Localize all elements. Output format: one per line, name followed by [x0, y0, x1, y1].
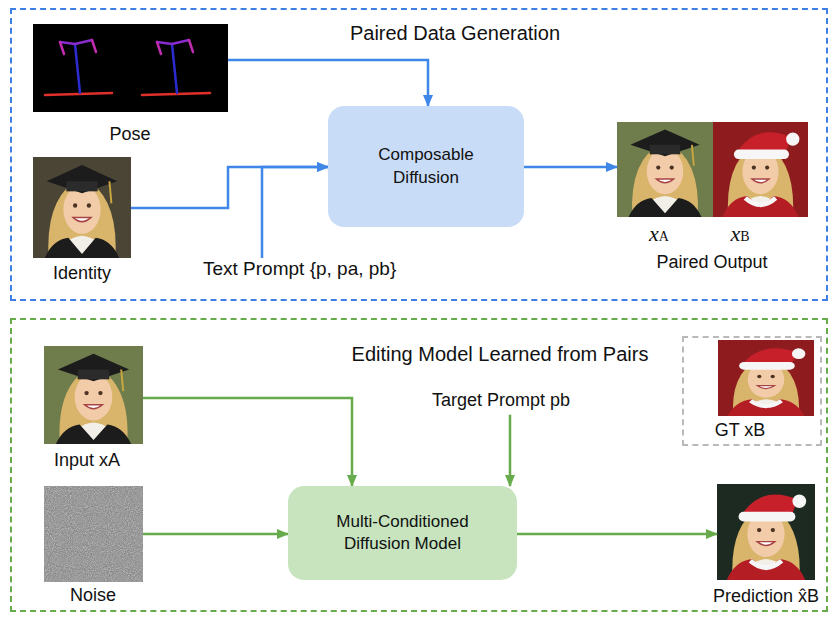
node-label: Paired Output — [656, 252, 767, 273]
node-label: Multi-Conditioned Diffusion Model — [315, 511, 490, 555]
arrow-connector — [143, 533, 288, 536]
arrow-connector — [262, 167, 328, 258]
input-photo — [44, 346, 143, 444]
arrow-connector — [143, 398, 352, 486]
pose-image: Pose — [33, 24, 228, 112]
arrow-connector — [131, 167, 328, 208]
node-label: xB — [730, 221, 749, 246]
arrow-connector — [524, 166, 617, 169]
prompt-text: Text Prompt {p, pa, pb} — [203, 258, 396, 280]
arrow-connector — [228, 60, 428, 106]
prediction-photo — [717, 484, 815, 580]
process-box: Composable Diffusion — [328, 106, 524, 227]
ground-truth-photo — [718, 340, 814, 416]
section-band: Editing Model Learned from PairsInput xA… — [10, 318, 828, 612]
pose-illustration — [33, 24, 228, 112]
node-label: Target Prompt pb — [432, 390, 570, 410]
noise-image: Noise — [44, 486, 143, 582]
process-box: Multi-Conditioned Diffusion Model — [288, 486, 517, 580]
node-label: Prediction x̂B — [713, 586, 819, 607]
prompt-text: Target Prompt pb — [432, 390, 570, 411]
node-label: Input xA — [54, 450, 120, 471]
node-label: xA — [649, 221, 669, 246]
identity-image: Identity — [33, 157, 131, 258]
section-title: Editing Model Learned from Pairs — [352, 343, 649, 366]
noise-image — [44, 486, 143, 582]
image-pair: xAxBPaired Output — [617, 122, 808, 217]
input-image: Input xA — [44, 346, 143, 444]
prediction-image: Prediction x̂B — [717, 484, 815, 580]
arrow-connector — [517, 533, 717, 536]
paired-photos — [617, 122, 808, 217]
identity-photo — [33, 157, 131, 258]
ground-truth-frame: GT xB — [682, 336, 822, 446]
node-label: GT xB — [715, 420, 766, 441]
node-label: Composable Diffusion — [369, 144, 484, 188]
node-label: Text Prompt {p, pa, pb} — [203, 258, 396, 279]
arrow-connector — [509, 415, 512, 486]
section-band: Paired Data GenerationPoseIdentityText P… — [10, 8, 828, 301]
node-label: Pose — [109, 124, 150, 145]
node-label: Noise — [70, 585, 116, 606]
node-label: Identity — [53, 263, 111, 284]
section-title: Paired Data Generation — [350, 22, 560, 45]
